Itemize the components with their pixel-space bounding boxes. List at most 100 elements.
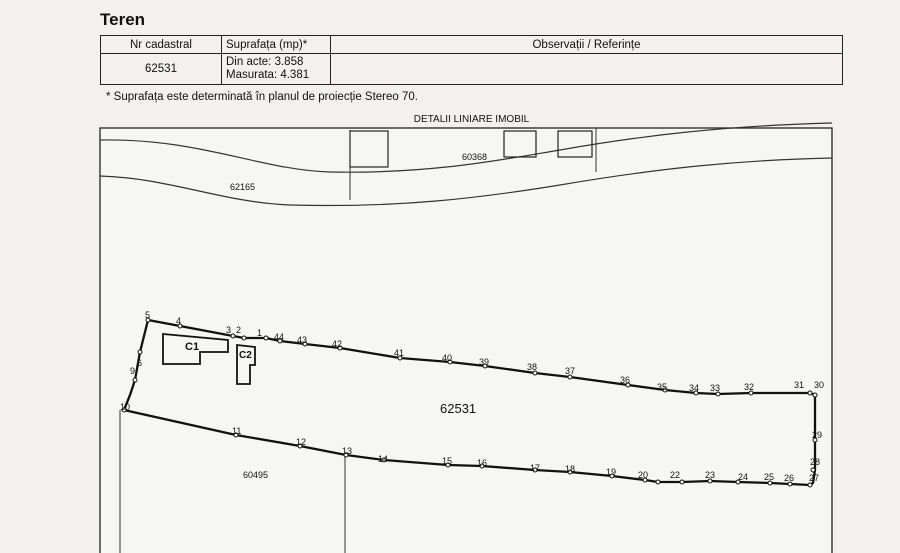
point-marker-39	[482, 363, 488, 369]
cell-observatii	[330, 53, 843, 85]
point-marker-42	[337, 345, 343, 351]
point-label-2: 2	[236, 325, 241, 335]
point-marker-23	[707, 478, 713, 484]
point-label-6: 6	[137, 358, 142, 368]
point-marker-40	[447, 359, 453, 365]
point-marker-19	[609, 473, 615, 479]
point-marker-31	[807, 390, 813, 396]
point-marker-5	[145, 317, 151, 323]
point-marker-11	[233, 432, 239, 438]
point-label-30: 30	[814, 380, 824, 390]
point-marker-9	[132, 377, 138, 383]
point-label-44: 44	[274, 332, 284, 342]
building-60368-b	[503, 130, 537, 158]
point-label-37: 37	[565, 366, 575, 376]
point-marker-44	[277, 338, 283, 344]
parcel-label-60495: 60495	[243, 470, 268, 480]
point-label-14: 14	[378, 454, 388, 464]
point-label-4: 4	[176, 316, 181, 326]
plan-title: DETALII LINIARE IMOBIL	[413, 114, 530, 125]
point-marker-30	[812, 392, 818, 398]
table-row: 62531 Din acte: 3.858 Masurata: 4.381	[100, 53, 843, 85]
road-boundary-bottom	[99, 157, 833, 207]
point-marker-14	[381, 457, 387, 463]
point-marker-29	[812, 437, 818, 443]
parcel-label-60368: 60368	[462, 152, 487, 162]
point-label-42: 42	[332, 339, 342, 349]
point-label-34: 34	[689, 383, 699, 393]
point-label-31: 31	[794, 380, 804, 390]
parcel-label-62165: 62165	[230, 182, 255, 192]
point-marker-18	[567, 469, 573, 475]
point-label-13: 13	[342, 446, 352, 456]
point-marker-12	[297, 443, 303, 449]
point-marker-20	[642, 477, 648, 483]
building-label-c1: C1	[185, 341, 199, 353]
building-60368-c	[557, 130, 593, 158]
point-marker-10	[121, 407, 127, 413]
land-info-table: Nr cadastral Suprafața (mp)* Observații …	[100, 35, 843, 85]
footnote: * Suprafața este determinată în planul d…	[106, 91, 418, 103]
point-label-16: 16	[477, 458, 487, 468]
point-marker-22	[679, 479, 685, 485]
point-marker-3	[230, 333, 236, 339]
cell-din-acte: Din acte: 3.858	[226, 56, 304, 68]
point-marker-13	[343, 452, 349, 458]
road-boundary-top	[99, 122, 833, 173]
point-label-27: 27	[809, 473, 819, 483]
point-label-10: 10	[120, 402, 130, 412]
point-marker-1	[263, 335, 269, 341]
point-label-33: 33	[710, 383, 720, 393]
point-label-9: 9	[130, 366, 135, 376]
cell-masurata: Masurata: 4.381	[226, 69, 310, 81]
point-label-26: 26	[784, 473, 794, 483]
plan-frame	[99, 127, 833, 553]
point-label-20: 20	[638, 470, 648, 480]
building-label-c2: C2	[239, 350, 252, 361]
point-marker-34	[693, 390, 699, 396]
parcel-label-62531: 62531	[440, 401, 476, 416]
point-marker-38	[532, 370, 538, 376]
point-marker-24	[735, 479, 741, 485]
point-marker-4	[177, 323, 183, 329]
point-label-22: 22	[670, 470, 680, 480]
point-label-25: 25	[764, 472, 774, 482]
point-marker-26	[787, 481, 793, 487]
point-marker-15	[445, 462, 451, 468]
point-label-43: 43	[297, 335, 307, 345]
point-label-32: 32	[744, 382, 754, 392]
point-label-5: 5	[145, 310, 150, 320]
building-c1	[162, 333, 229, 365]
point-marker-35	[662, 387, 668, 393]
point-label-1: 1	[257, 328, 262, 338]
point-marker-17	[532, 467, 538, 473]
point-label-29: 29	[812, 430, 822, 440]
point-label-15: 15	[442, 456, 452, 466]
boundary-points	[121, 317, 818, 488]
point-label-11: 11	[232, 426, 241, 436]
point-label-35: 35	[657, 382, 667, 392]
point-label-24: 24	[738, 472, 748, 482]
point-label-18: 18	[565, 464, 575, 474]
point-label-23: 23	[705, 470, 715, 480]
cell-nr-cadastral: 62531	[100, 53, 222, 85]
point-label-38: 38	[527, 362, 537, 372]
point-marker-16	[479, 463, 485, 469]
point-marker-6	[137, 349, 143, 355]
building-60368-a	[349, 130, 389, 168]
header-suprafata: Suprafața (mp)*	[221, 35, 331, 54]
point-label-19: 19	[606, 467, 616, 477]
point-marker-43	[302, 341, 308, 347]
point-label-36: 36	[620, 375, 630, 385]
point-label-39: 39	[479, 357, 489, 367]
point-label-28: 28	[810, 457, 820, 467]
point-label-41: 41	[394, 348, 404, 358]
point-marker-27	[807, 482, 813, 488]
cell-suprafata: Din acte: 3.858 Masurata: 4.381	[221, 53, 331, 85]
point-label-40: 40	[442, 353, 452, 363]
point-marker-37	[567, 374, 573, 380]
point-marker-36	[625, 382, 631, 388]
building-c2	[236, 343, 256, 385]
section-title: Teren	[100, 10, 146, 29]
